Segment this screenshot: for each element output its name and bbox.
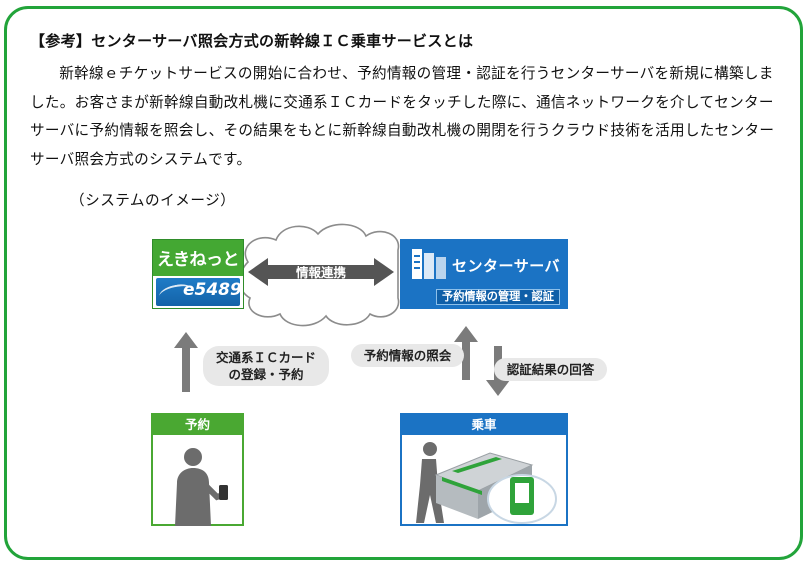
person-with-smartphone-icon	[175, 448, 228, 526]
boarding-panel: 乗車	[400, 413, 568, 526]
ekinet-band	[156, 278, 240, 306]
inquiry-label: 予約情報の照会	[351, 344, 464, 367]
ticket-gate-illustration	[416, 442, 557, 524]
reservation-header: 予約	[153, 415, 242, 435]
description-paragraph: 新幹線ｅチケットサービスの開始に合わせ、予約情報の管理・認証を行うセンターサーバ…	[30, 65, 775, 168]
diagram-subtitle: （システムのイメージ）	[70, 192, 236, 209]
answer-label: 認証結果の回答	[494, 358, 607, 381]
link-label: 情報連携	[295, 265, 346, 280]
reservation-panel: 予約	[151, 413, 244, 526]
ekinet-logo-top	[153, 240, 243, 276]
ekinet-logo: えきねっと e5489	[152, 239, 244, 309]
registration-arrow-up	[174, 332, 198, 392]
server-rack-icon	[412, 249, 446, 279]
server-title: センターサーバ	[452, 257, 561, 275]
boarding-header: 乗車	[402, 415, 566, 435]
server-role: 予約情報の管理・認証	[436, 289, 560, 305]
content-frame	[4, 6, 803, 560]
ekinet-number: e5489	[183, 280, 242, 300]
link-double-arrow	[248, 258, 394, 286]
inquiry-arrow-up	[454, 326, 478, 380]
ekinet-name: えきねっと	[157, 250, 240, 270]
registration-line1: 交通系ＩＣカード	[215, 350, 316, 365]
section-heading: 【参考】センターサーバ照会方式の新幹線ＩＣ乗車サービスとは	[30, 32, 474, 50]
registration-line2: の登録・予約	[228, 367, 304, 382]
ic-reader-icon	[487, 474, 557, 524]
registration-label: 交通系ＩＣカード の登録・予約	[203, 346, 329, 386]
center-server-box: センターサーバ 予約情報の管理・認証	[400, 239, 568, 309]
